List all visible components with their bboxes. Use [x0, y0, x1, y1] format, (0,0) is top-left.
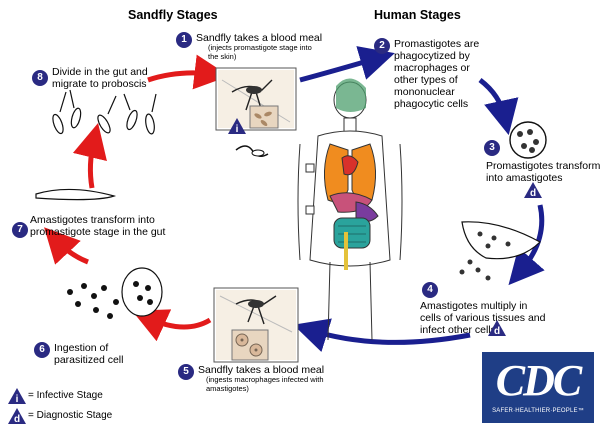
step-5-badge: 5 [178, 364, 194, 380]
diagnostic-stage-marker-icon-step4: d [488, 320, 506, 336]
cdc-logo: CDC SAFER·HEALTHIER·PEOPLE™ [482, 352, 594, 423]
diagnostic-marker-letter-step4: d [494, 326, 500, 336]
arrow-4-to-5 [293, 318, 471, 352]
legend-diagnostic-icon: d [8, 408, 26, 424]
step-6-badge: 6 [34, 342, 50, 358]
step-5-subtext: (ingests macrophages infected with amast… [206, 375, 324, 393]
infected-tissue-illustration [459, 221, 541, 281]
transforming-parasite-illustration [35, 188, 117, 201]
step-4-badge: 4 [422, 282, 438, 298]
step-4-label: Amastigotes multiply in cells of various… [420, 300, 546, 336]
step-3-label: Promastigotes transform into amastigotes [486, 160, 601, 184]
arrow-8-to-1 [147, 54, 230, 90]
arrow-2-to-3 [478, 78, 519, 136]
sandfly-feeding-illustration-top [215, 67, 297, 157]
step-3-badge: 3 [484, 140, 500, 156]
step-5-label: Sandfly takes a blood meal (ingests macr… [198, 364, 348, 393]
legend-infective-letter: i [16, 394, 19, 404]
human-figure-illustration [297, 78, 403, 341]
step-5-text: Sandfly takes a blood meal [198, 364, 325, 376]
cdc-logo-tagline: SAFER·HEALTHIER·PEOPLE™ [492, 408, 584, 414]
step-7-label: Amastigotes transform into promastigote … [30, 214, 166, 238]
infective-marker-letter: i [236, 124, 239, 134]
step-7-badge: 7 [12, 222, 28, 238]
cdc-logo-text: CDC [495, 356, 582, 405]
legend-diagnostic-letter: d [14, 414, 20, 424]
legend-infective-icon: i [8, 388, 26, 404]
arrow-7-to-8 [72, 122, 107, 189]
step-8-badge: 8 [32, 70, 48, 86]
parasitized-cell-illustration [67, 267, 163, 319]
human-stages-heading: Human Stages [374, 8, 461, 22]
infective-stage-marker-icon: i [228, 118, 246, 134]
step-1-label: Sandfly takes a blood meal (injects prom… [196, 32, 346, 61]
arrow-6-to-7 [44, 227, 89, 265]
promastigote-cluster-illustration [52, 89, 157, 135]
diagnostic-marker-letter-step3: d [530, 188, 536, 198]
arrow-1-to-2 [299, 46, 395, 83]
step-1-subtext: (injects promastigote stage into the ski… [208, 43, 312, 61]
arrow-5-to-6 [132, 309, 212, 342]
step-2-badge: 2 [374, 38, 390, 54]
diagnostic-stage-marker-icon-step3: d [524, 182, 542, 198]
legend-diagnostic-label: = Diagnostic Stage [28, 410, 113, 421]
step-2-label: Promastigotes are phagocytized by macrop… [394, 38, 480, 110]
step-6-label: Ingestion of parasitized cell [54, 342, 124, 366]
arrow-3-to-4 [508, 204, 545, 286]
sandfly-stages-heading: Sandfly Stages [128, 8, 218, 22]
step-8-label: Divide in the gut and migrate to probosc… [52, 66, 148, 90]
legend-infective-label: = Infective Stage [28, 390, 103, 401]
amastigote-macrophage-illustration [509, 121, 547, 159]
sandfly-feeding-illustration-bottom [213, 287, 299, 363]
step-1-text: Sandfly takes a blood meal [196, 32, 323, 44]
step-1-badge: 1 [176, 32, 192, 48]
